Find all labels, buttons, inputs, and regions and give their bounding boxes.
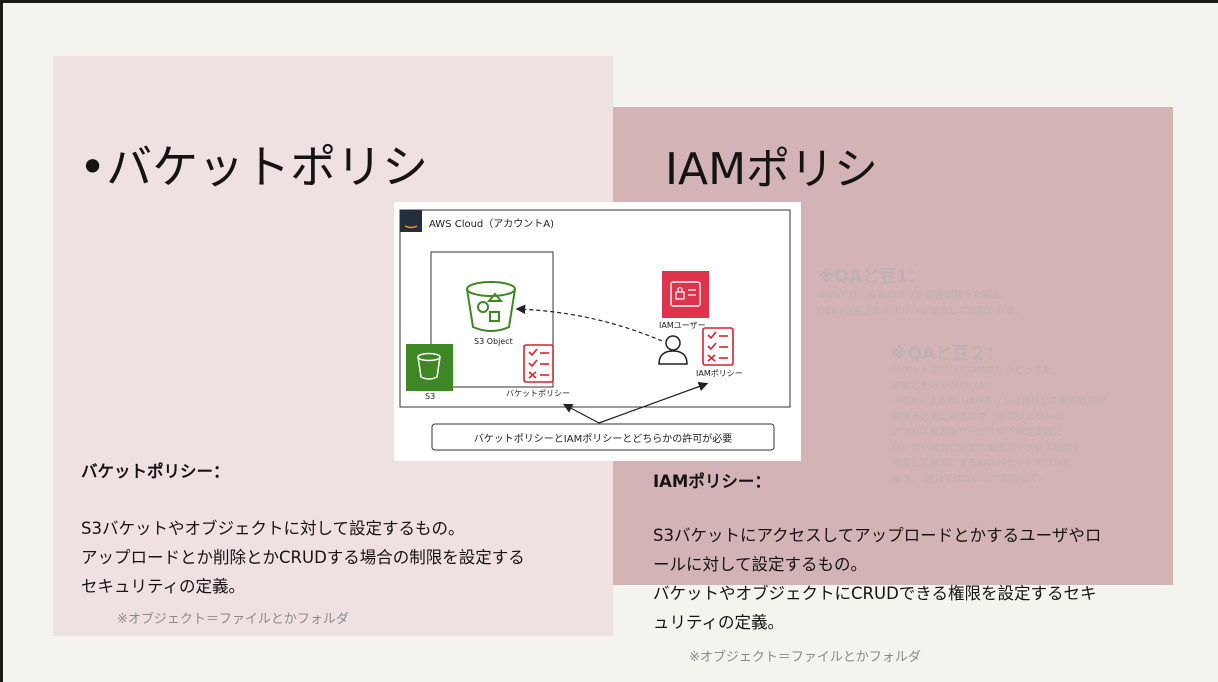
iam-identity-icon [662,271,709,318]
qa1-line: AWSでは、複数のポリシ定義が被った場合、 [818,290,1011,301]
cloud-label: AWS Cloud（アカウントA) [429,219,555,230]
user-icon [658,335,688,365]
description-line: S3バケットにアクセスしてアップロードとかするユーザやロ [653,526,1102,545]
qa2-line: 使う。（絶対ではないので相談して） [892,473,1048,485]
s3-label: S3 [425,392,436,401]
qa1-line: DENY定義されたポリシが優先して適用される。 [818,305,1025,317]
s3-object-label: S3 Object [474,337,513,346]
qa2-text: バケットポリシとIAMポリシどっちを 定義したほうがいいか？ →場合によるが、I… [892,363,1107,487]
iam-policy-note: ※オブジェクト＝ファイルとかフォルダ [689,650,921,665]
architecture-diagram: AWS Cloud（アカウントA) S3 Object S3 バケットポリシー … [394,202,801,461]
checklist-icon [523,344,554,383]
checklist-icon [702,327,734,366]
bucket-policy-title: •バケットポリシ [79,140,429,194]
access-arrow [515,304,663,342]
qa2-line: アクセス管理をサービスや不特定多数に [892,427,1063,438]
iam-policy-description: S3バケットにアクセスしてアップロードとかするユーザやロ ールに対して設定するも… [653,521,1101,637]
iam-policy-heading: IAMポリシー： [653,472,771,491]
s3-service-icon [406,344,453,391]
qa2-line: 考慮して簡易にするのにバケットポリシを [892,458,1073,469]
description-line: ールに対して設定するもの。 [653,555,868,574]
bucket-policy-description: S3バケットやオブジェクトに対して設定するもの。 アップロードとか削除とかCRU… [81,514,525,601]
iam-policy-title: IAMポリシ [665,144,879,195]
bucket-policy-note: ※オブジェクト＝ファイルとかフォルダ [117,612,349,627]
qa2-title: ※QAと豆２： [891,344,1004,364]
footer-arrow-left [562,403,600,424]
iam-user-label: IAMユーザー [659,321,706,330]
iam-policy-label: IAMポリシー [696,369,743,378]
qa1-title: ※QAと豆1： [818,267,925,287]
qa2-line: 運用上必要になるので、オブジェクトの [892,411,1063,423]
description-line: ュリティの定義。 [653,613,785,632]
cloud-frame [399,209,791,408]
qa2-line: 定義したほうがいいか？ [892,380,997,392]
description-line: S3バケットやオブジェクトに対して設定するもの。 [81,519,465,538]
slide: •バケットポリシ IAMポリシ ※QAと豆1： AWSでは、複数のポリシ定義が被… [3,3,1218,682]
bucket-policy-label: バケットポリシー [506,389,570,398]
qa2-line: →場合によるが、IAMポリシは作成して配布管理が [892,396,1107,407]
diagram-graphics [399,209,791,451]
footer-box [431,423,775,451]
qa1-text: AWSでは、複数のポリシ定義が被った場合、 DENY定義されたポリシが優先して適… [818,288,1024,319]
s3-bucket-icon [466,281,516,332]
description-line: アップロードとか削除とかCRUDする場合の制限を設定する [81,548,525,567]
description-line: バケットやオブジェクトにCRUDできる権限を設定するセキ [653,584,1097,603]
qa2-line: 行いたい場合に特定の厳密なアクセス制御を [892,442,1082,454]
qa2-line: バケットポリシとIAMポリシどっちを [892,365,1052,376]
aws-logo-icon [400,210,422,232]
bucket-policy-heading: バケットポリシー： [81,462,230,481]
footer-label: バケットポリシーとIAMポリシーとどちらかの許可が必要 [473,434,733,445]
description-line: セキュリティの定義。 [81,577,246,596]
footer-arrow-right [598,381,709,424]
